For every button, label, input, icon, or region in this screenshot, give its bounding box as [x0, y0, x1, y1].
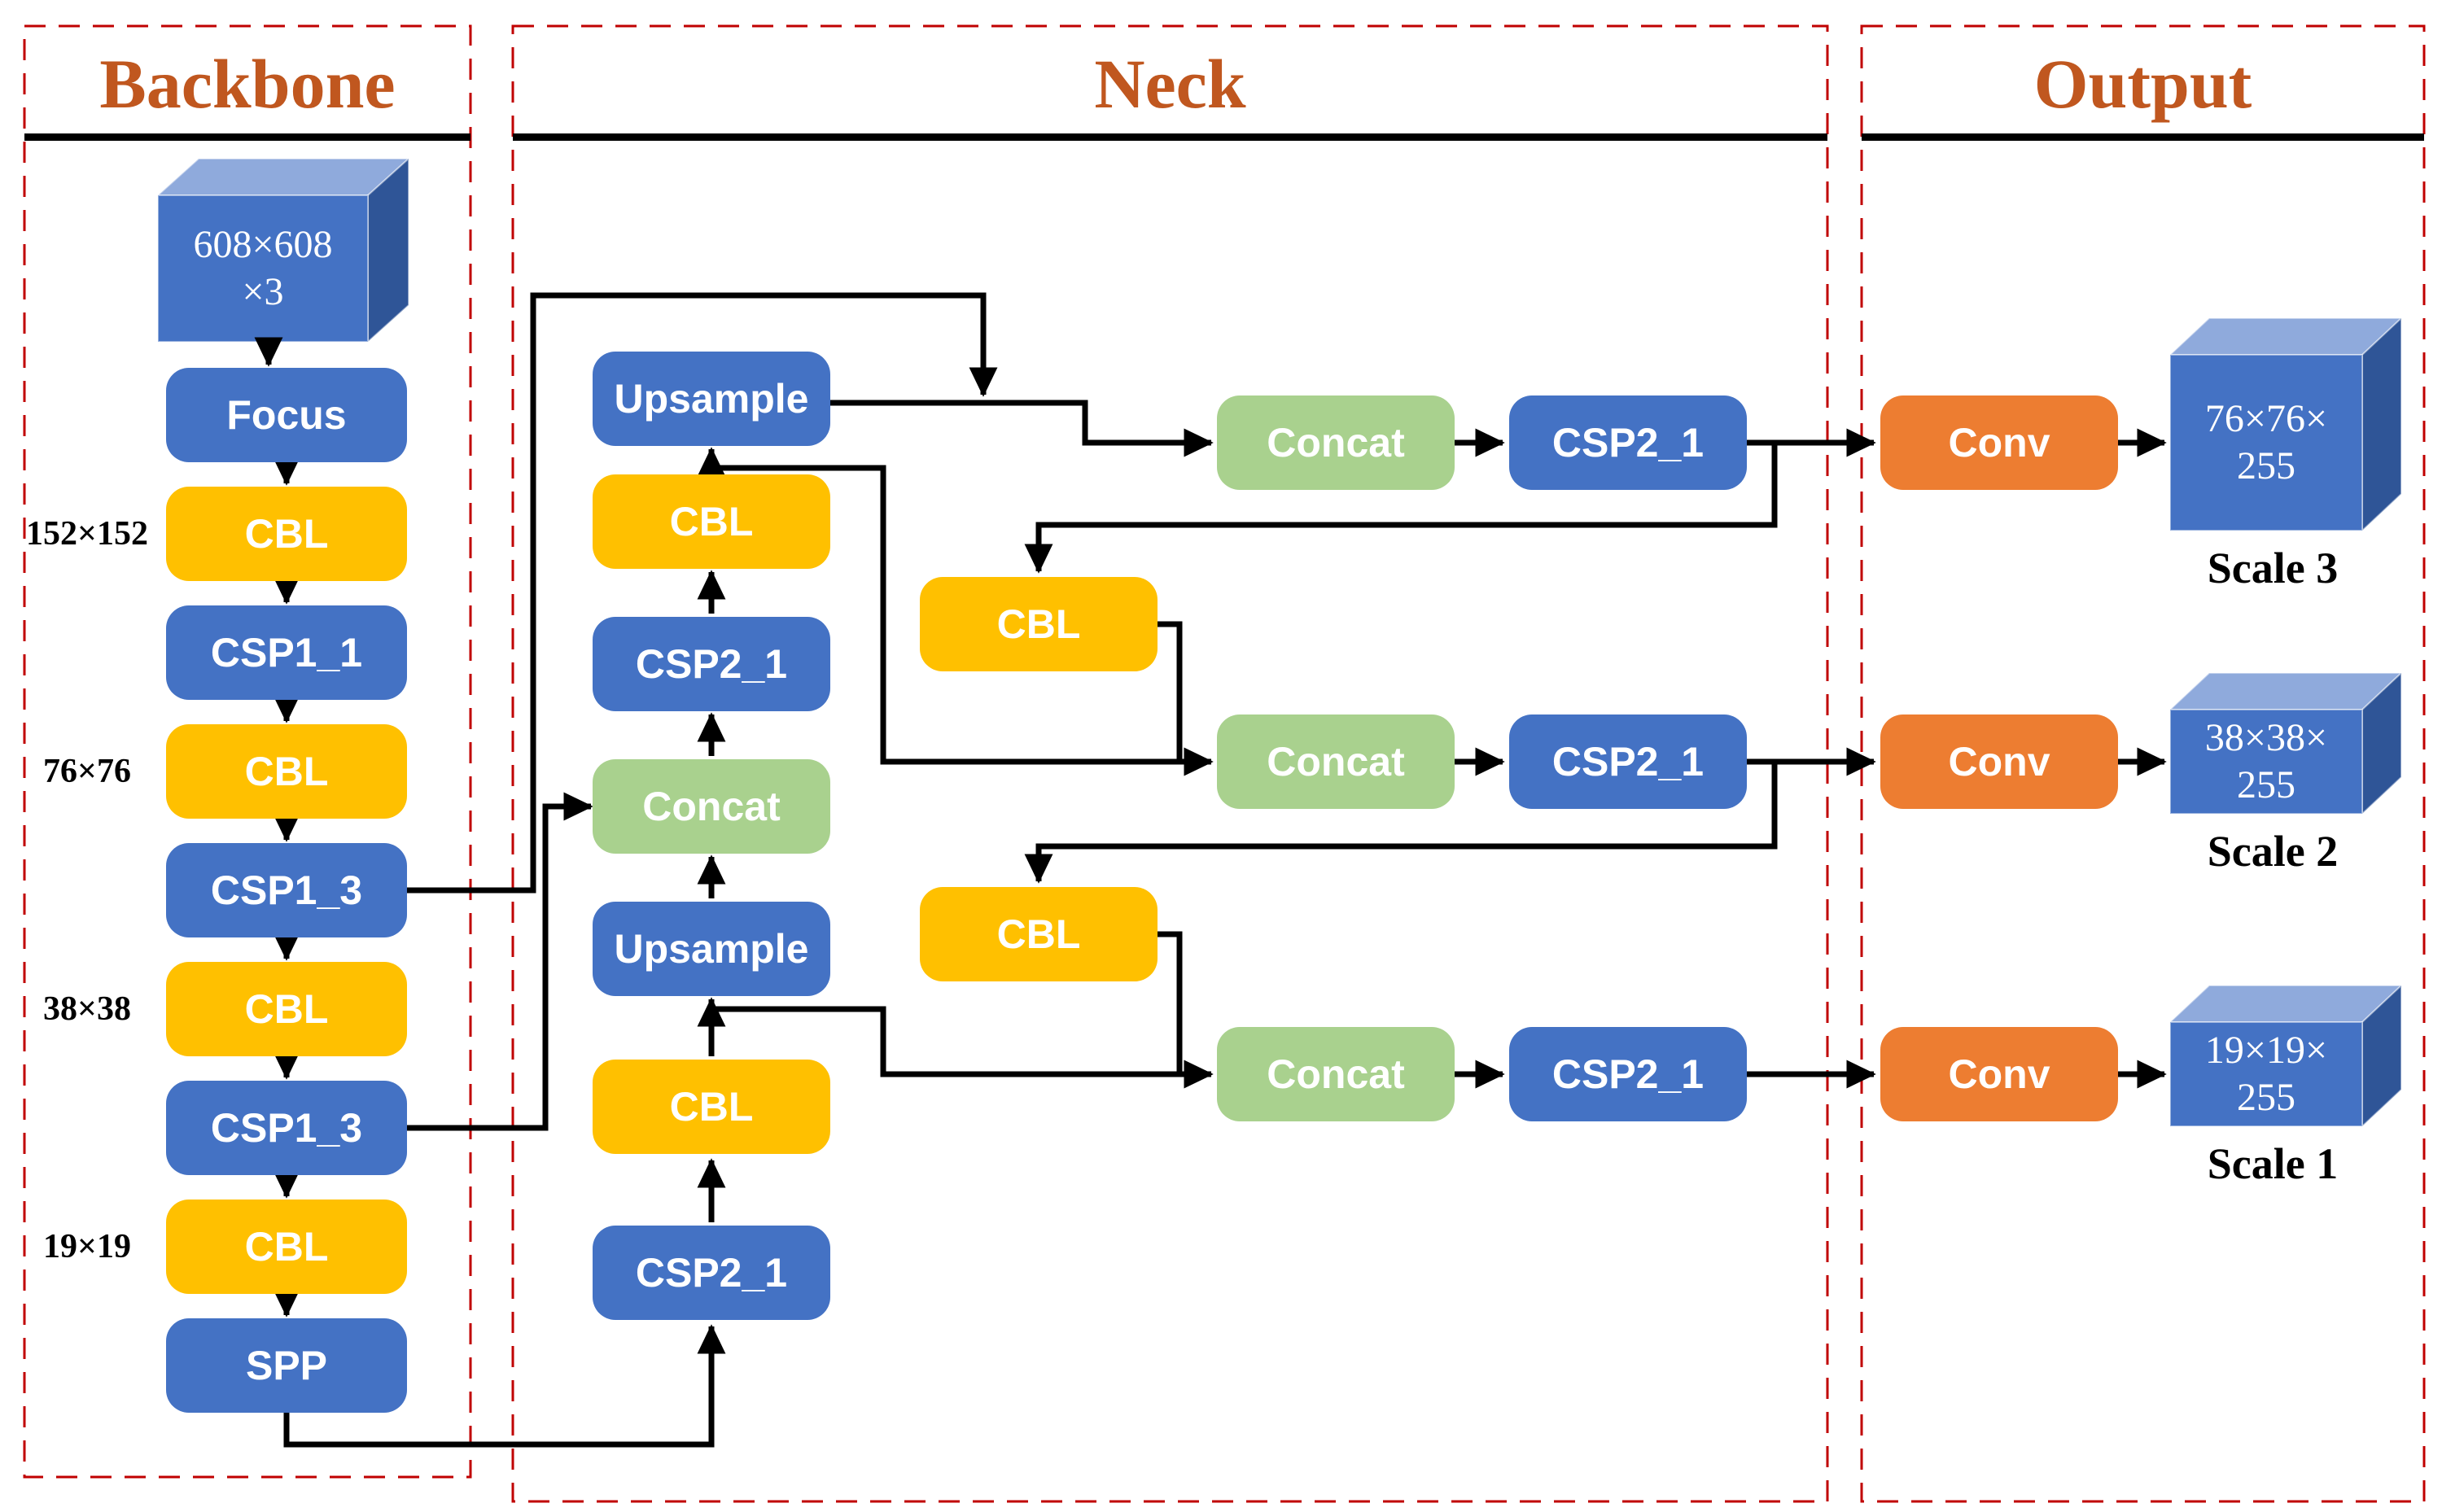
node-mid-cbl-1: CBL [920, 577, 1158, 671]
backbone-panel-title: Backbone [99, 45, 396, 123]
size-label-76x76: 76×76 [43, 753, 131, 790]
output-cube-2-shape [2168, 671, 2404, 816]
node-spp: SPP [166, 1318, 407, 1413]
size-label-38x38: 38×38 [43, 990, 131, 1028]
output-cube-1-line1: 76×76× [2204, 397, 2328, 441]
node-concat-row-1: Concat [1217, 395, 1455, 490]
node-cbl-152: CBL [166, 487, 407, 581]
neck-panel-title: Neck [1094, 45, 1246, 123]
node-neck-cbl-2: CBL [593, 1060, 830, 1154]
input-cube-shape [155, 156, 411, 344]
output-cube-2-label: 38×38× 255 [2170, 710, 2362, 814]
backbone-panel-border [23, 24, 472, 1479]
node-focus: Focus [166, 368, 407, 462]
node-conv-3: Conv [1880, 1027, 2118, 1121]
connector-arrows [254, 292, 2167, 1448]
node-neck-csp2_1-a: CSP2_1 [593, 617, 830, 711]
input-cube-line1: 608×608 [193, 223, 333, 267]
node-csp2_1-row-1: CSP2_1 [1509, 395, 1747, 490]
node-csp2_1-row-3: CSP2_1 [1509, 1027, 1747, 1121]
node-neck-cbl-1: CBL [593, 474, 830, 569]
node-cbl-38: CBL [166, 962, 407, 1056]
scale-label-2: Scale 2 [2207, 827, 2339, 876]
node-mid-cbl-2: CBL [920, 887, 1158, 981]
node-concat-row-3: Concat [1217, 1027, 1455, 1121]
node-upsample-2: Upsample [593, 902, 830, 996]
output-panel-title: Output [2033, 45, 2252, 123]
size-label-152x152: 152×152 [26, 515, 148, 553]
header-underlines [24, 133, 2424, 141]
output-cube-3-line2: 255 [2237, 1076, 2295, 1119]
node-conv-1: Conv [1880, 395, 2118, 490]
scale-label-1: Scale 1 [2207, 1139, 2339, 1188]
node-csp2_1-row-2: CSP2_1 [1509, 714, 1747, 809]
output-cube-1-label: 76×76× 255 [2170, 355, 2362, 531]
output-cube-3-label: 19×19× 255 [2170, 1022, 2362, 1126]
output-panel-border [1860, 24, 2426, 1503]
node-cbl-19: CBL [166, 1200, 407, 1294]
output-cube-2-line1: 38×38× [2204, 716, 2328, 760]
node-concat-row-2: Concat [1217, 714, 1455, 809]
node-upsample-1: Upsample [593, 352, 830, 446]
node-csp1_1: CSP1_1 [166, 605, 407, 700]
node-csp1_3-a: CSP1_3 [166, 843, 407, 937]
node-neck-concat: Concat [593, 759, 830, 854]
node-csp1_3-b: CSP1_3 [166, 1081, 407, 1175]
node-cbl-76: CBL [166, 724, 407, 819]
input-cube-label: 608×608 ×3 [158, 195, 368, 342]
output-cube-1-shape [2168, 316, 2404, 533]
output-cube-1-line2: 255 [2237, 444, 2295, 487]
size-label-19x19: 19×19 [43, 1228, 131, 1265]
output-cube-2-line2: 255 [2237, 763, 2295, 806]
node-conv-2: Conv [1880, 714, 2118, 809]
node-neck-csp2_1-b: CSP2_1 [593, 1226, 830, 1320]
output-cube-3-line1: 19×19× [2204, 1029, 2328, 1073]
output-cube-3-shape [2168, 983, 2404, 1129]
input-cube-line2: ×3 [242, 270, 284, 313]
scale-label-3: Scale 3 [2207, 544, 2339, 592]
